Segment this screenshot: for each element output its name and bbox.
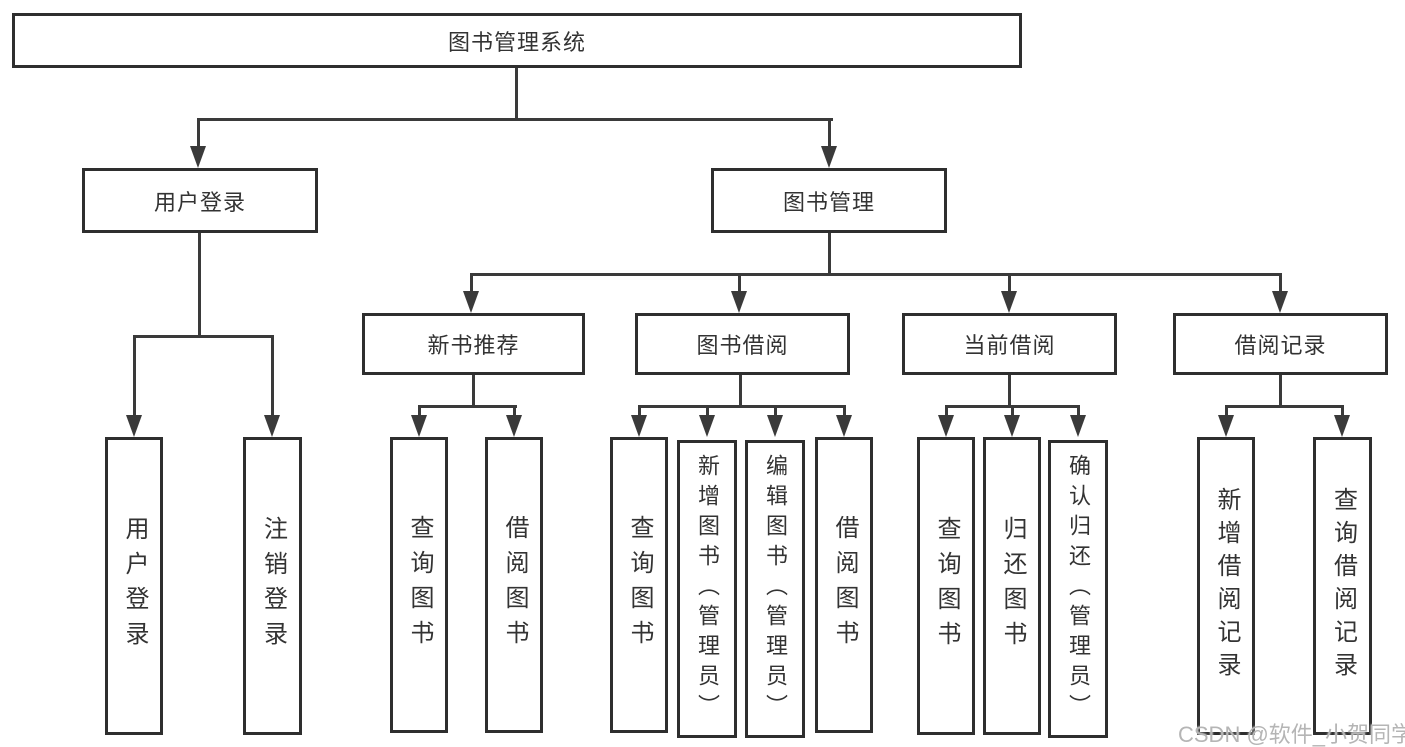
arrowhead-to-user-login — [190, 146, 206, 168]
leaf-edit-book-admin: 编辑图书（管理员） — [745, 440, 805, 738]
connector-group1-shaft-1 — [133, 335, 136, 417]
node-user-login: 用户登录 — [82, 168, 318, 233]
connector-group3-shaft-2 — [706, 405, 709, 417]
arrowhead-group1-1 — [126, 415, 142, 437]
leaf-return-books: 归还图书 — [983, 437, 1041, 735]
connector-group4-shaft-1 — [945, 405, 948, 417]
leaf-user-login-label: 用户登录 — [121, 516, 148, 656]
arrowhead-group4-3 — [1070, 415, 1086, 437]
arrowhead-to-currentborrow — [1001, 291, 1017, 313]
leaf-borrow-books-1-label: 借阅图书 — [501, 515, 528, 655]
connector-group5-shaft-2 — [1341, 405, 1344, 417]
node-current-borrowing-label: 当前借阅 — [963, 333, 1056, 358]
leaf-add-book-admin: 新增图书（管理员） — [677, 440, 737, 738]
connector-group3-hline — [638, 405, 846, 408]
leaf-query-books-1: 查询图书 — [390, 437, 448, 733]
arrowhead-group4-1 — [938, 415, 954, 437]
connector-group2-hline — [418, 405, 517, 408]
leaf-add-borrow-record: 新增借阅记录 — [1197, 437, 1255, 735]
node-new-book-recommend-label: 新书推荐 — [427, 333, 520, 358]
connector-group4-shaft-2 — [1011, 405, 1014, 417]
node-borrow-records: 借阅记录 — [1173, 313, 1388, 375]
arrowhead-to-book-mgmt — [821, 146, 837, 168]
leaf-confirm-return-admin: 确认归还（管理员） — [1048, 440, 1108, 738]
connector-group3-shaft-4 — [843, 405, 846, 417]
leaf-add-book-admin-label: 新增图书（管理员） — [695, 454, 720, 724]
node-root: 图书管理系统 — [12, 13, 1022, 68]
leaf-borrow-books-2-label: 借阅图书 — [831, 515, 858, 655]
node-user-login-label: 用户登录 — [153, 189, 246, 215]
connector-group2-shaft-2 — [513, 405, 516, 417]
connector-group5-hline — [1225, 405, 1344, 408]
arrowhead-group3-4 — [836, 415, 852, 437]
connector-currentborrow-stem — [1008, 375, 1011, 405]
connector-borrowrecords-stem — [1279, 375, 1282, 405]
leaf-query-books-3: 查询图书 — [917, 437, 975, 735]
connector-bookborrow-stem — [739, 375, 742, 405]
leaf-user-login: 用户登录 — [105, 437, 163, 735]
node-root-label: 图书管理系统 — [447, 29, 586, 55]
leaf-edit-book-admin-label: 编辑图书（管理员） — [763, 454, 788, 724]
leaf-query-books-1-label: 查询图书 — [406, 515, 433, 655]
leaf-query-books-2: 查询图书 — [610, 437, 668, 733]
connector-user-login-shaft — [197, 118, 200, 148]
leaf-logout: 注销登录 — [243, 437, 302, 735]
arrowhead-group4-2 — [1004, 415, 1020, 437]
arrowhead-group3-1 — [631, 415, 647, 437]
connector-level1-hline — [197, 118, 833, 121]
arrowhead-group1-2 — [264, 415, 280, 437]
arrowhead-to-borrowrecords — [1272, 291, 1288, 313]
arrowhead-group2-2 — [506, 415, 522, 437]
connector-newbook-shaft — [470, 273, 473, 293]
node-borrow-records-label: 借阅记录 — [1234, 333, 1327, 358]
connector-group1-hline — [133, 335, 274, 338]
leaf-query-books-3-label: 查询图书 — [933, 516, 960, 656]
connector-book-mgmt-shaft — [828, 118, 831, 148]
node-new-book-recommend: 新书推荐 — [362, 313, 585, 375]
leaf-logout-label: 注销登录 — [259, 516, 287, 656]
csdn-watermark: CSDN @软件_小贺同学 — [1178, 722, 1405, 747]
connector-group4-shaft-3 — [1077, 405, 1080, 417]
node-book-borrowing-label: 图书借阅 — [696, 333, 789, 358]
connector-bookborrow-shaft — [738, 273, 741, 293]
connector-level2-hline — [471, 273, 1282, 276]
node-current-borrowing: 当前借阅 — [902, 313, 1117, 375]
arrowhead-group3-3 — [767, 415, 783, 437]
leaf-query-books-2-label: 查询图书 — [626, 515, 653, 655]
arrowhead-to-newbook — [463, 291, 479, 313]
leaf-add-borrow-record-label: 新增借阅记录 — [1213, 487, 1240, 685]
connector-user-login-stem — [198, 233, 201, 335]
arrowhead-group5-2 — [1334, 415, 1350, 437]
arrowhead-group2-1 — [411, 415, 427, 437]
leaf-query-borrow-record: 查询借阅记录 — [1313, 437, 1372, 735]
connector-group1-shaft-2 — [271, 335, 274, 417]
connector-group3-shaft-1 — [638, 405, 641, 417]
node-book-management-label: 图书管理 — [782, 189, 875, 215]
leaf-borrow-books-2: 借阅图书 — [815, 437, 873, 733]
leaf-confirm-return-admin-label: 确认归还（管理员） — [1066, 454, 1091, 724]
leaf-borrow-books-1: 借阅图书 — [485, 437, 543, 733]
arrowhead-group3-2 — [699, 415, 715, 437]
arrowhead-to-bookborrow — [731, 291, 747, 313]
connector-group3-shaft-3 — [774, 405, 777, 417]
connector-group5-shaft-1 — [1225, 405, 1228, 417]
connector-borrowrecords-shaft — [1279, 273, 1282, 293]
arrowhead-group5-1 — [1218, 415, 1234, 437]
node-book-borrowing: 图书借阅 — [635, 313, 850, 375]
connector-newbook-stem — [472, 375, 475, 405]
connector-book-mgmt-stem — [828, 233, 831, 273]
connector-group2-shaft-1 — [418, 405, 421, 417]
leaf-return-books-label: 归还图书 — [999, 516, 1026, 656]
node-book-management: 图书管理 — [711, 168, 947, 233]
leaf-query-borrow-record-label: 查询借阅记录 — [1329, 487, 1357, 685]
connector-root-stem — [515, 68, 518, 118]
connector-currentborrow-shaft — [1008, 273, 1011, 293]
